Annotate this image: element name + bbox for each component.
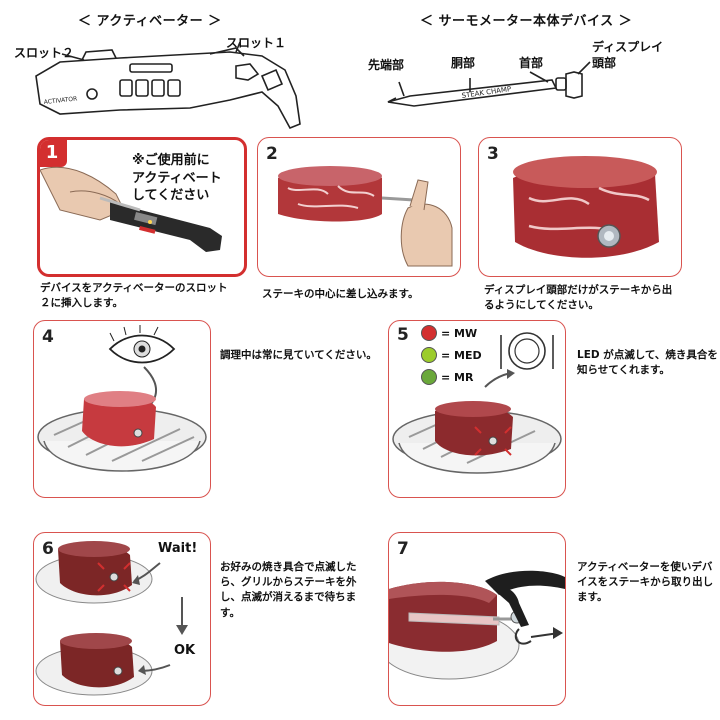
step-7-illustration bbox=[389, 570, 565, 680]
step-6-caption-line3: し、点滅が消えるまで待ちま bbox=[220, 591, 357, 604]
step-7-caption-line1: アクティベーターを使いデバ bbox=[577, 561, 713, 573]
step-3-panel: 3 bbox=[478, 137, 682, 277]
led-red-icon bbox=[421, 325, 437, 341]
device-neck-label: 首部 bbox=[519, 56, 544, 70]
led-green-icon bbox=[421, 369, 437, 385]
step-6-caption-line2: ら、グリルからステーキを外 bbox=[220, 576, 357, 589]
step-4-panel: 4 bbox=[33, 320, 211, 498]
step-4-number: 4 bbox=[42, 327, 54, 347]
step-6-number: 6 bbox=[42, 539, 54, 559]
wait-label: Wait! bbox=[158, 541, 198, 556]
step-4-caption: 調理中は常に見ていてください。 bbox=[220, 348, 377, 363]
step-2-caption-line1: ステーキの中心に差し込みます。 bbox=[262, 288, 419, 300]
step-1-warning-line3: してください bbox=[132, 188, 210, 204]
plate-icon bbox=[500, 332, 554, 370]
step-6-caption: お好みの焼き具合で点滅した ら、グリルからステーキを外 し、点滅が消えるまで待ち… bbox=[220, 560, 357, 621]
device-display-label: ディスプレイ 頭部 bbox=[592, 40, 663, 71]
led-legend-med-label: = MED bbox=[441, 348, 482, 362]
eye-icon bbox=[108, 325, 176, 364]
activator-heading: ＜ アクティベーター ＞ bbox=[78, 14, 222, 29]
led-legend-mr-label: = MR bbox=[441, 370, 474, 384]
led-legend-mw-label: = MW bbox=[441, 326, 478, 340]
step-7-caption-line3: ます。 bbox=[577, 591, 608, 604]
step-1-warning-line2: アクティベート bbox=[132, 170, 222, 186]
step-2-panel: 2 bbox=[257, 137, 461, 277]
step-7-number: 7 bbox=[397, 539, 409, 559]
led-light-green-icon bbox=[421, 347, 437, 363]
step-6-illustration bbox=[35, 541, 188, 696]
step-5-caption-line2: 知らせてくれます。 bbox=[577, 364, 670, 377]
step-5-panel: 5 = MW = MED = MR bbox=[388, 320, 566, 498]
step-1-warning-line1: ※ご使用前に bbox=[132, 153, 210, 168]
step-7-panel: 7 bbox=[388, 532, 566, 706]
step-6-panel: 6 Wait! OK bbox=[33, 532, 211, 706]
step-1-caption: デバイスをアクティベーターのスロット ２に挿入します。 bbox=[40, 281, 228, 311]
step-3-illustration bbox=[513, 156, 659, 258]
step-7-caption: アクティベーターを使いデバ イスをステーキから取り出し ます。 bbox=[577, 560, 713, 606]
step-3-caption: ディスプレイ頭部だけがステーキから出 るようにしてください。 bbox=[484, 283, 672, 313]
step-2-illustration bbox=[278, 166, 453, 267]
activator-body-text: ACTIVATOR bbox=[43, 96, 77, 106]
led-legend-mw: = MW bbox=[421, 325, 477, 341]
slot1-label: スロット１ bbox=[226, 36, 287, 50]
step-4-caption-line1: 調理中は常に見ていてください。 bbox=[220, 349, 377, 361]
step-2-number: 2 bbox=[266, 144, 278, 164]
display-label-line2: 頭部 bbox=[592, 55, 617, 70]
step-3-caption-line2: るようにしてください。 bbox=[484, 299, 599, 312]
step-5-illustration bbox=[392, 332, 562, 474]
step-5-caption: LED が点滅して、焼き具合を 知らせてくれます。 bbox=[577, 348, 718, 378]
display-label-line1: ディスプレイ bbox=[592, 40, 664, 54]
slot2-label: スロット２ bbox=[14, 46, 75, 60]
step-1-warning: ※ご使用前に アクティベート してください bbox=[132, 152, 222, 205]
step-1-panel: 1 ※ご使用前に アクティベート してください bbox=[37, 137, 247, 277]
step-5-number: 5 bbox=[397, 325, 409, 345]
led-legend-mr: = MR bbox=[421, 369, 473, 385]
step-3-number: 3 bbox=[487, 144, 499, 164]
activator-illustration: ACTIVATOR STEAK CHAMP bbox=[35, 41, 591, 130]
device-body-label: 胴部 bbox=[451, 56, 476, 70]
device-tip-label: 先端部 bbox=[368, 58, 405, 72]
step-1-caption-line1: デバイスをアクティベーターのスロット bbox=[40, 282, 228, 294]
step-6-caption-line1: お好みの焼き具合で点滅した bbox=[220, 561, 357, 573]
led-legend-med: = MED bbox=[421, 347, 482, 363]
step-6-caption-line4: す。 bbox=[220, 606, 240, 619]
device-heading: ＜ サーモメーター本体デバイス ＞ bbox=[420, 14, 633, 29]
ok-label: OK bbox=[174, 643, 196, 658]
step-3-caption-line1: ディスプレイ頭部だけがステーキから出 bbox=[484, 284, 673, 296]
step-1-illustration bbox=[40, 166, 222, 252]
step-7-caption-line2: イスをステーキから取り出し bbox=[577, 576, 714, 589]
step-2-caption: ステーキの中心に差し込みます。 bbox=[262, 287, 418, 302]
step-4-illustration bbox=[37, 325, 207, 472]
step-1-number: 1 bbox=[40, 140, 67, 167]
step-5-caption-line1: LED が点滅して、焼き具合を bbox=[577, 349, 718, 361]
step-1-caption-line2: ２に挿入します。 bbox=[40, 297, 123, 310]
